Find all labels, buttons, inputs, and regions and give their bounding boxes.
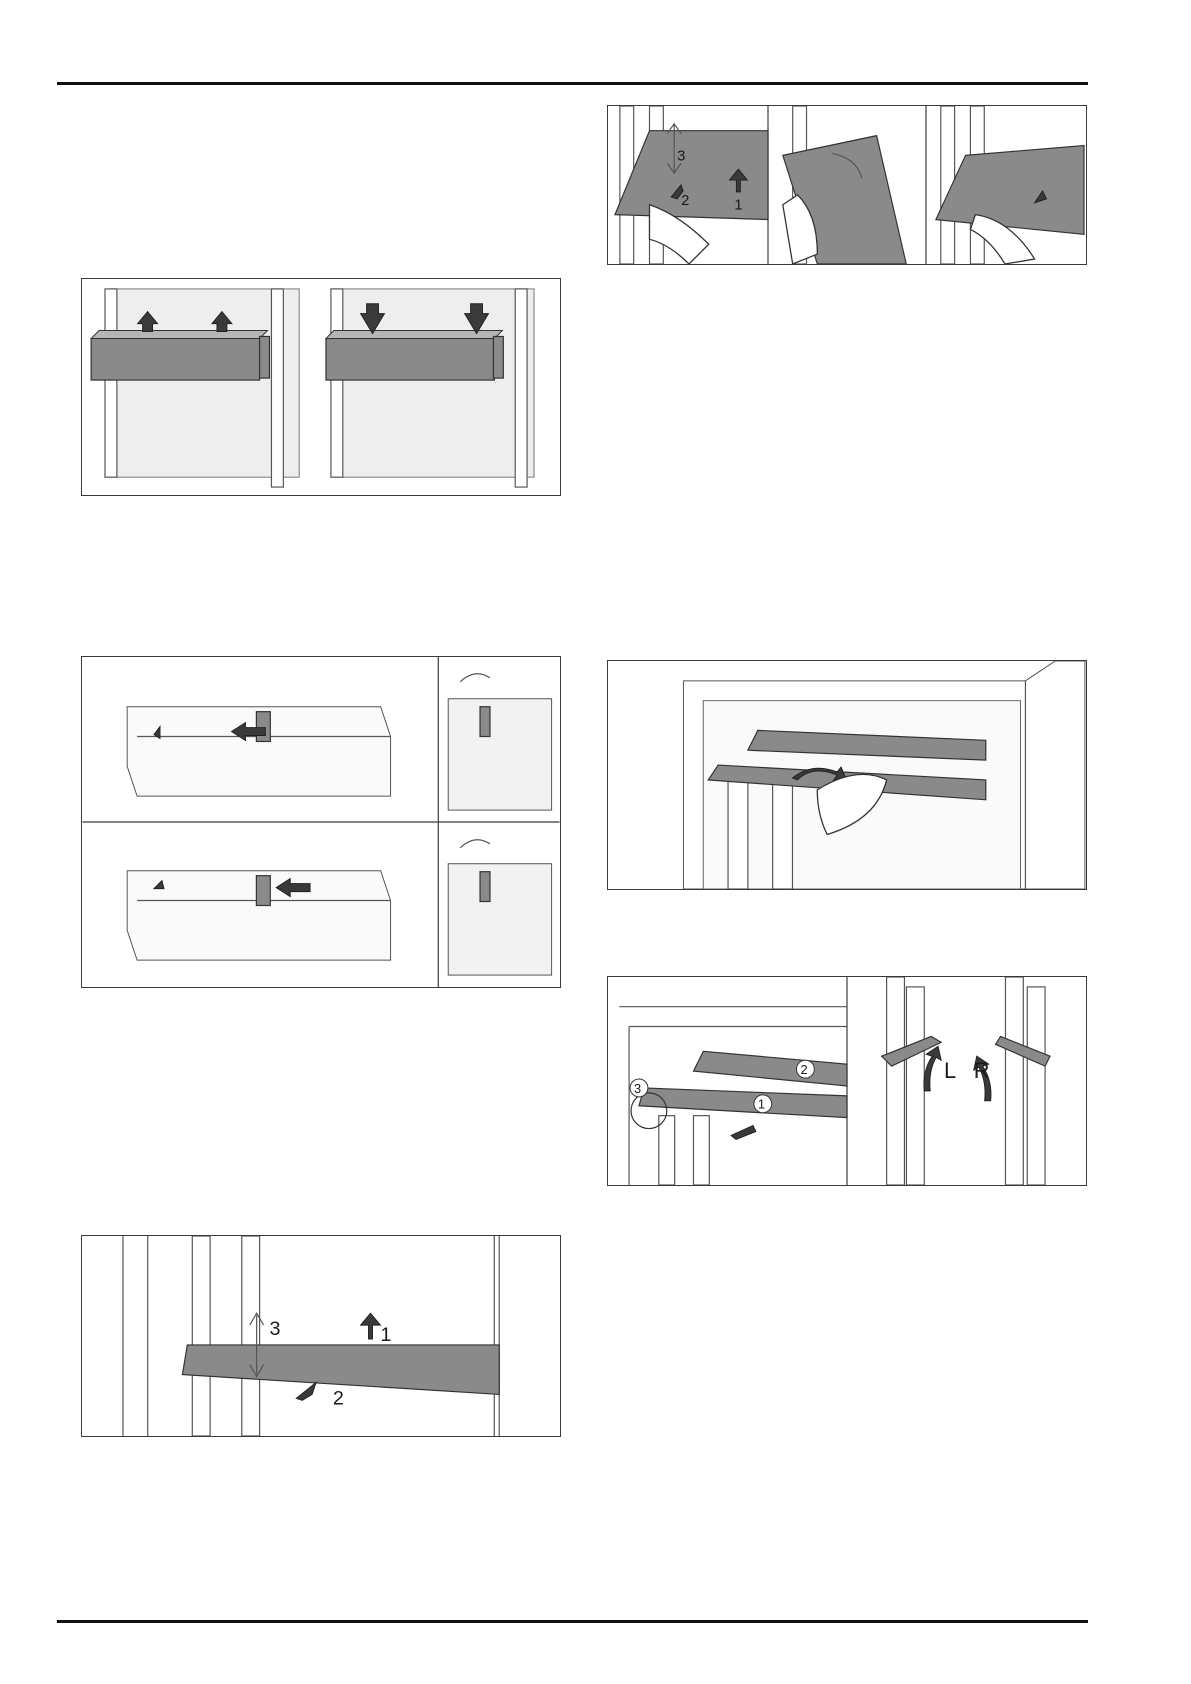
shelf-number-1: 1 <box>380 1324 391 1346</box>
door-rack-illustration <box>82 279 560 495</box>
top-rule <box>57 82 1088 85</box>
shelf-number-3: 3 <box>270 1318 281 1340</box>
supports-right-panel: L R <box>882 977 1050 1185</box>
figure-rack-divider <box>81 656 561 988</box>
circle-number-3: 3 <box>634 1081 641 1096</box>
figure-shelf-sequence: 3 2 1 <box>607 105 1087 265</box>
panel-left <box>91 289 299 487</box>
figure-shelf-insertion <box>607 660 1087 890</box>
seq-number-2: 2 <box>681 193 689 209</box>
figure-shelf-supports: 3 2 1 L R <box>607 976 1087 1186</box>
divider-slide-right <box>127 871 390 960</box>
shelf-number-2: 2 <box>333 1387 344 1409</box>
shelf-supports-illustration: 3 2 1 L R <box>608 977 1086 1185</box>
panel-right <box>326 289 534 487</box>
seq-number-1: 1 <box>734 198 742 214</box>
sequence-panel-2 <box>783 106 906 264</box>
figure-door-rack-removal <box>81 278 561 496</box>
circle-number-2: 2 <box>800 1062 807 1077</box>
shelf-insertion-illustration <box>608 661 1086 889</box>
divider-detail-top <box>448 674 551 810</box>
bottom-rule <box>57 1620 1088 1623</box>
sequence-panel-3 <box>936 106 1084 264</box>
shelf-sequence-illustration: 3 2 1 <box>608 106 1086 264</box>
seq-number-3: 3 <box>677 148 685 164</box>
rack-divider-illustration <box>82 657 560 987</box>
divider-detail-bottom <box>448 840 551 975</box>
divider-slide-left <box>127 707 390 796</box>
shelf-removal-illustration: 3 1 2 <box>82 1236 560 1436</box>
supports-left-panel: 3 2 1 <box>619 1007 847 1185</box>
support-label-right: R <box>974 1058 990 1083</box>
circle-number-1: 1 <box>758 1097 765 1112</box>
figure-shelf-removal: 3 1 2 <box>81 1235 561 1437</box>
sequence-panel-1: 3 2 1 <box>615 106 768 264</box>
support-label-left: L <box>944 1058 956 1083</box>
